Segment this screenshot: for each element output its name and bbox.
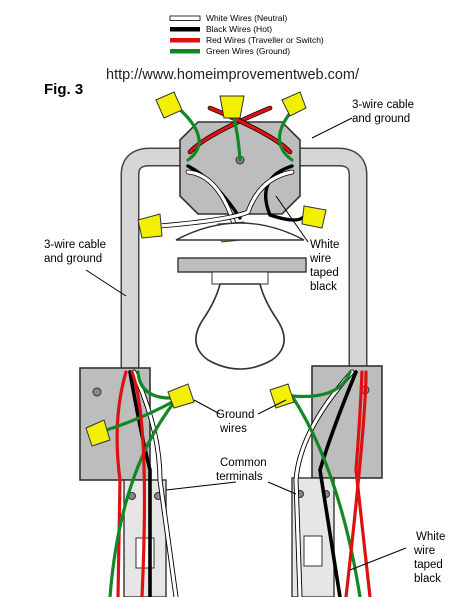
fixture-canopy xyxy=(175,222,305,241)
legend-label-green: Green Wires (Ground) xyxy=(206,46,290,56)
legend-swatch-green xyxy=(170,49,200,54)
right-switch-toggle xyxy=(303,535,323,567)
legend-swatch-white xyxy=(169,15,201,21)
figure-title: Fig. 3 xyxy=(44,81,83,98)
label-common-terminals-line1: Common xyxy=(220,457,267,469)
bulb-socket xyxy=(211,271,269,285)
legend-item-green: Green Wires (Ground) xyxy=(170,46,290,56)
label-common-terminals: Common terminals xyxy=(216,457,267,483)
label-ground-wires: Ground wires xyxy=(216,409,254,435)
wire-nut-icon xyxy=(219,95,245,119)
legend-item-white: White Wires (Neutral) xyxy=(169,13,287,23)
label-ground-wires-line1: Ground xyxy=(216,409,254,421)
wire-nut-icon xyxy=(167,383,195,409)
label-cable-right: 3-wire cable and ground xyxy=(352,99,414,125)
right-cable xyxy=(300,147,368,372)
label-white-taped-bottom-line1: White xyxy=(416,531,445,543)
label-cable-left-line1: 3-wire cable xyxy=(44,239,106,251)
label-white-taped-bottom-line4: black xyxy=(414,573,441,585)
left-switch-wires xyxy=(98,369,179,597)
right-switch-wires xyxy=(290,369,372,597)
label-white-taped-bottom-line2: wire xyxy=(413,545,435,557)
left-switch-box xyxy=(79,367,167,597)
label-cable-left: 3-wire cable and ground xyxy=(44,239,106,265)
leader-lines xyxy=(85,117,407,571)
label-white-taped-top: White wire taped black xyxy=(309,239,339,293)
wire-nut-icon xyxy=(281,91,307,117)
label-white-taped-top-line4: black xyxy=(310,281,337,293)
legend-label-black: Black Wires (Hot) xyxy=(206,24,272,34)
legend-swatch-black xyxy=(170,27,200,32)
ground-screw-icon xyxy=(92,387,102,397)
wire-nut-icon xyxy=(85,419,111,447)
ceiling-wire-nuts xyxy=(137,91,327,243)
light-fixture xyxy=(175,222,307,370)
legend-item-black: Black Wires (Hot) xyxy=(170,24,272,34)
label-ground-wires-line2: wires xyxy=(219,423,247,435)
label-white-taped-top-line1: White xyxy=(310,239,339,251)
ceiling-box xyxy=(179,121,301,215)
wire-nut-icon xyxy=(155,91,183,119)
legend-item-red: Red Wires (Traveller or Switch) xyxy=(170,35,324,45)
legend-label-white: White Wires (Neutral) xyxy=(206,13,287,23)
fixture-base xyxy=(177,257,307,273)
source-url: http://www.homeimprovementweb.com/ xyxy=(106,67,360,83)
label-common-terminals-line2: terminals xyxy=(216,471,263,483)
legend: White Wires (Neutral) Black Wires (Hot) … xyxy=(169,13,324,56)
label-cable-left-line2: and ground xyxy=(44,253,102,265)
wire-nut-icon xyxy=(269,383,295,409)
label-white-taped-top-line2: wire xyxy=(309,253,331,265)
light-bulb-icon xyxy=(195,283,285,370)
wire-nut-icon xyxy=(301,205,327,229)
legend-label-red: Red Wires (Traveller or Switch) xyxy=(206,35,324,45)
label-cable-right-line2: and ground xyxy=(352,113,410,125)
wire-nut-icon xyxy=(137,213,163,239)
label-white-taped-bottom-line3: taped xyxy=(414,559,443,571)
label-white-taped-top-line3: taped xyxy=(310,267,339,279)
legend-swatch-red xyxy=(170,38,200,43)
label-white-taped-bottom: White wire taped black xyxy=(413,531,445,585)
label-cable-right-line1: 3-wire cable xyxy=(352,99,414,111)
left-cable xyxy=(120,147,180,372)
